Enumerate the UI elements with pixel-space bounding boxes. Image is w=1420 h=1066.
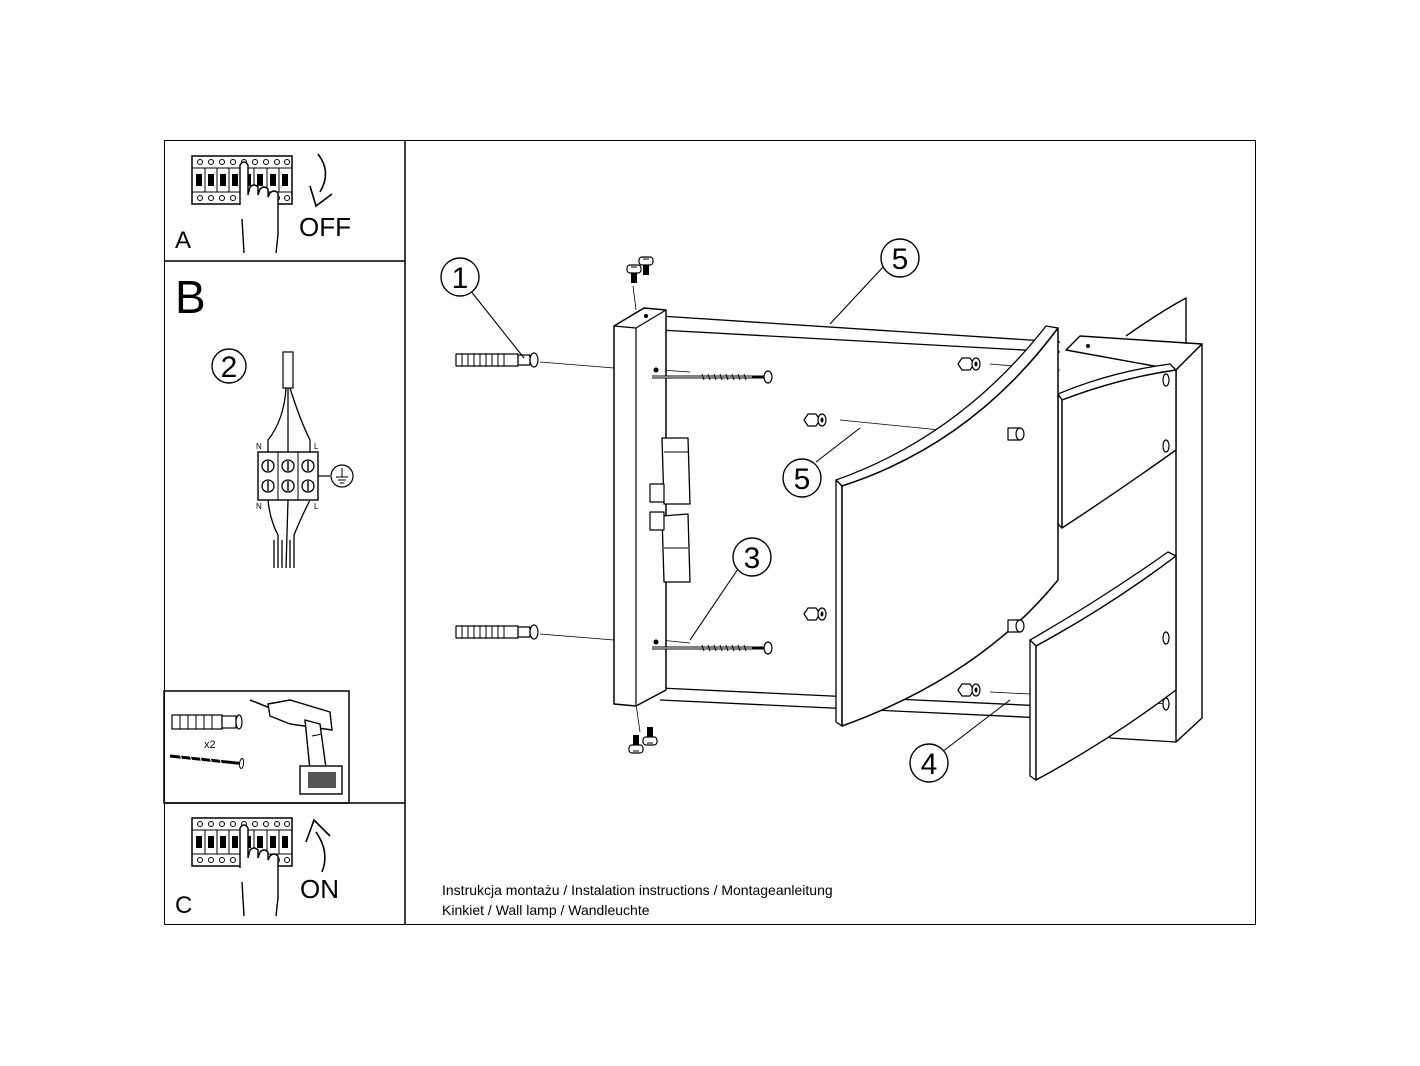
nut-icon <box>803 413 827 427</box>
screw-icon <box>628 734 644 754</box>
tools-illustration: x2 <box>169 699 343 795</box>
spacer-icon <box>1007 427 1025 441</box>
ground-symbol-icon <box>330 464 354 488</box>
footer-line-2: Kinkiet / Wall lamp / Wandleuchte <box>442 902 650 918</box>
exploded-view: 1 5 5 3 4 <box>440 238 1203 783</box>
nut-icon <box>957 357 981 371</box>
leader-5-top <box>829 265 885 325</box>
callout-circle-3 <box>732 537 772 577</box>
wall-plug-icon <box>171 714 243 730</box>
live-label-top: L <box>314 442 319 451</box>
callout-circle-5-mid <box>782 458 822 498</box>
nut-icon <box>803 607 827 621</box>
screw-icon <box>638 256 654 276</box>
washer-icon <box>1162 373 1170 711</box>
callout-circle-4 <box>909 743 949 783</box>
panel-c: C ON <box>175 817 339 919</box>
callout-4: 4 <box>921 748 938 781</box>
nut-icon <box>957 683 981 697</box>
screw-icon <box>650 369 774 385</box>
callout-circle-2 <box>211 348 247 384</box>
screw-icon <box>169 754 245 770</box>
callout-1: 1 <box>452 262 469 295</box>
leader-3 <box>689 565 741 641</box>
screw-icon <box>642 726 658 746</box>
neutral-label-bottom: N <box>256 502 262 511</box>
leader-5-mid <box>815 427 861 463</box>
panel-a-letter: A <box>175 227 191 254</box>
instruction-sheet <box>164 140 1256 925</box>
curved-arrow-up-icon <box>305 818 331 873</box>
panel-a: A OFF <box>175 153 351 254</box>
callout-3: 3 <box>744 542 761 575</box>
off-label: OFF <box>299 212 351 242</box>
callout-5-top: 5 <box>892 243 909 276</box>
callout-5-mid: 5 <box>794 463 811 496</box>
spacer-icon <box>1007 619 1025 633</box>
wiring-diagram: 2 <box>211 348 354 569</box>
curved-arrow-down-icon <box>309 153 333 208</box>
callout-circle-1 <box>440 257 480 297</box>
footer-line-1: Instrukcja montażu / Instalation instruc… <box>442 882 833 898</box>
neutral-label-top: N <box>256 442 262 451</box>
connector-block <box>649 437 691 583</box>
leader-4 <box>941 699 1011 753</box>
cable-sleeve <box>282 351 294 389</box>
panel-b-letter: B <box>175 271 206 323</box>
screw-icon <box>650 640 774 656</box>
callout-2: 2 <box>221 351 238 384</box>
drill-icon <box>249 699 343 795</box>
callout-circle-5-top <box>880 238 920 278</box>
screw-icon <box>626 264 642 284</box>
wall-plug-icon <box>455 352 539 368</box>
terminal-block-icon <box>257 451 319 501</box>
panel-c-letter: C <box>175 892 192 919</box>
wall-plug-icon <box>455 624 539 640</box>
anchor-quantity: x2 <box>204 739 216 751</box>
on-label: ON <box>300 874 339 904</box>
leader-1 <box>469 289 525 359</box>
live-label-bottom: L <box>314 502 319 511</box>
